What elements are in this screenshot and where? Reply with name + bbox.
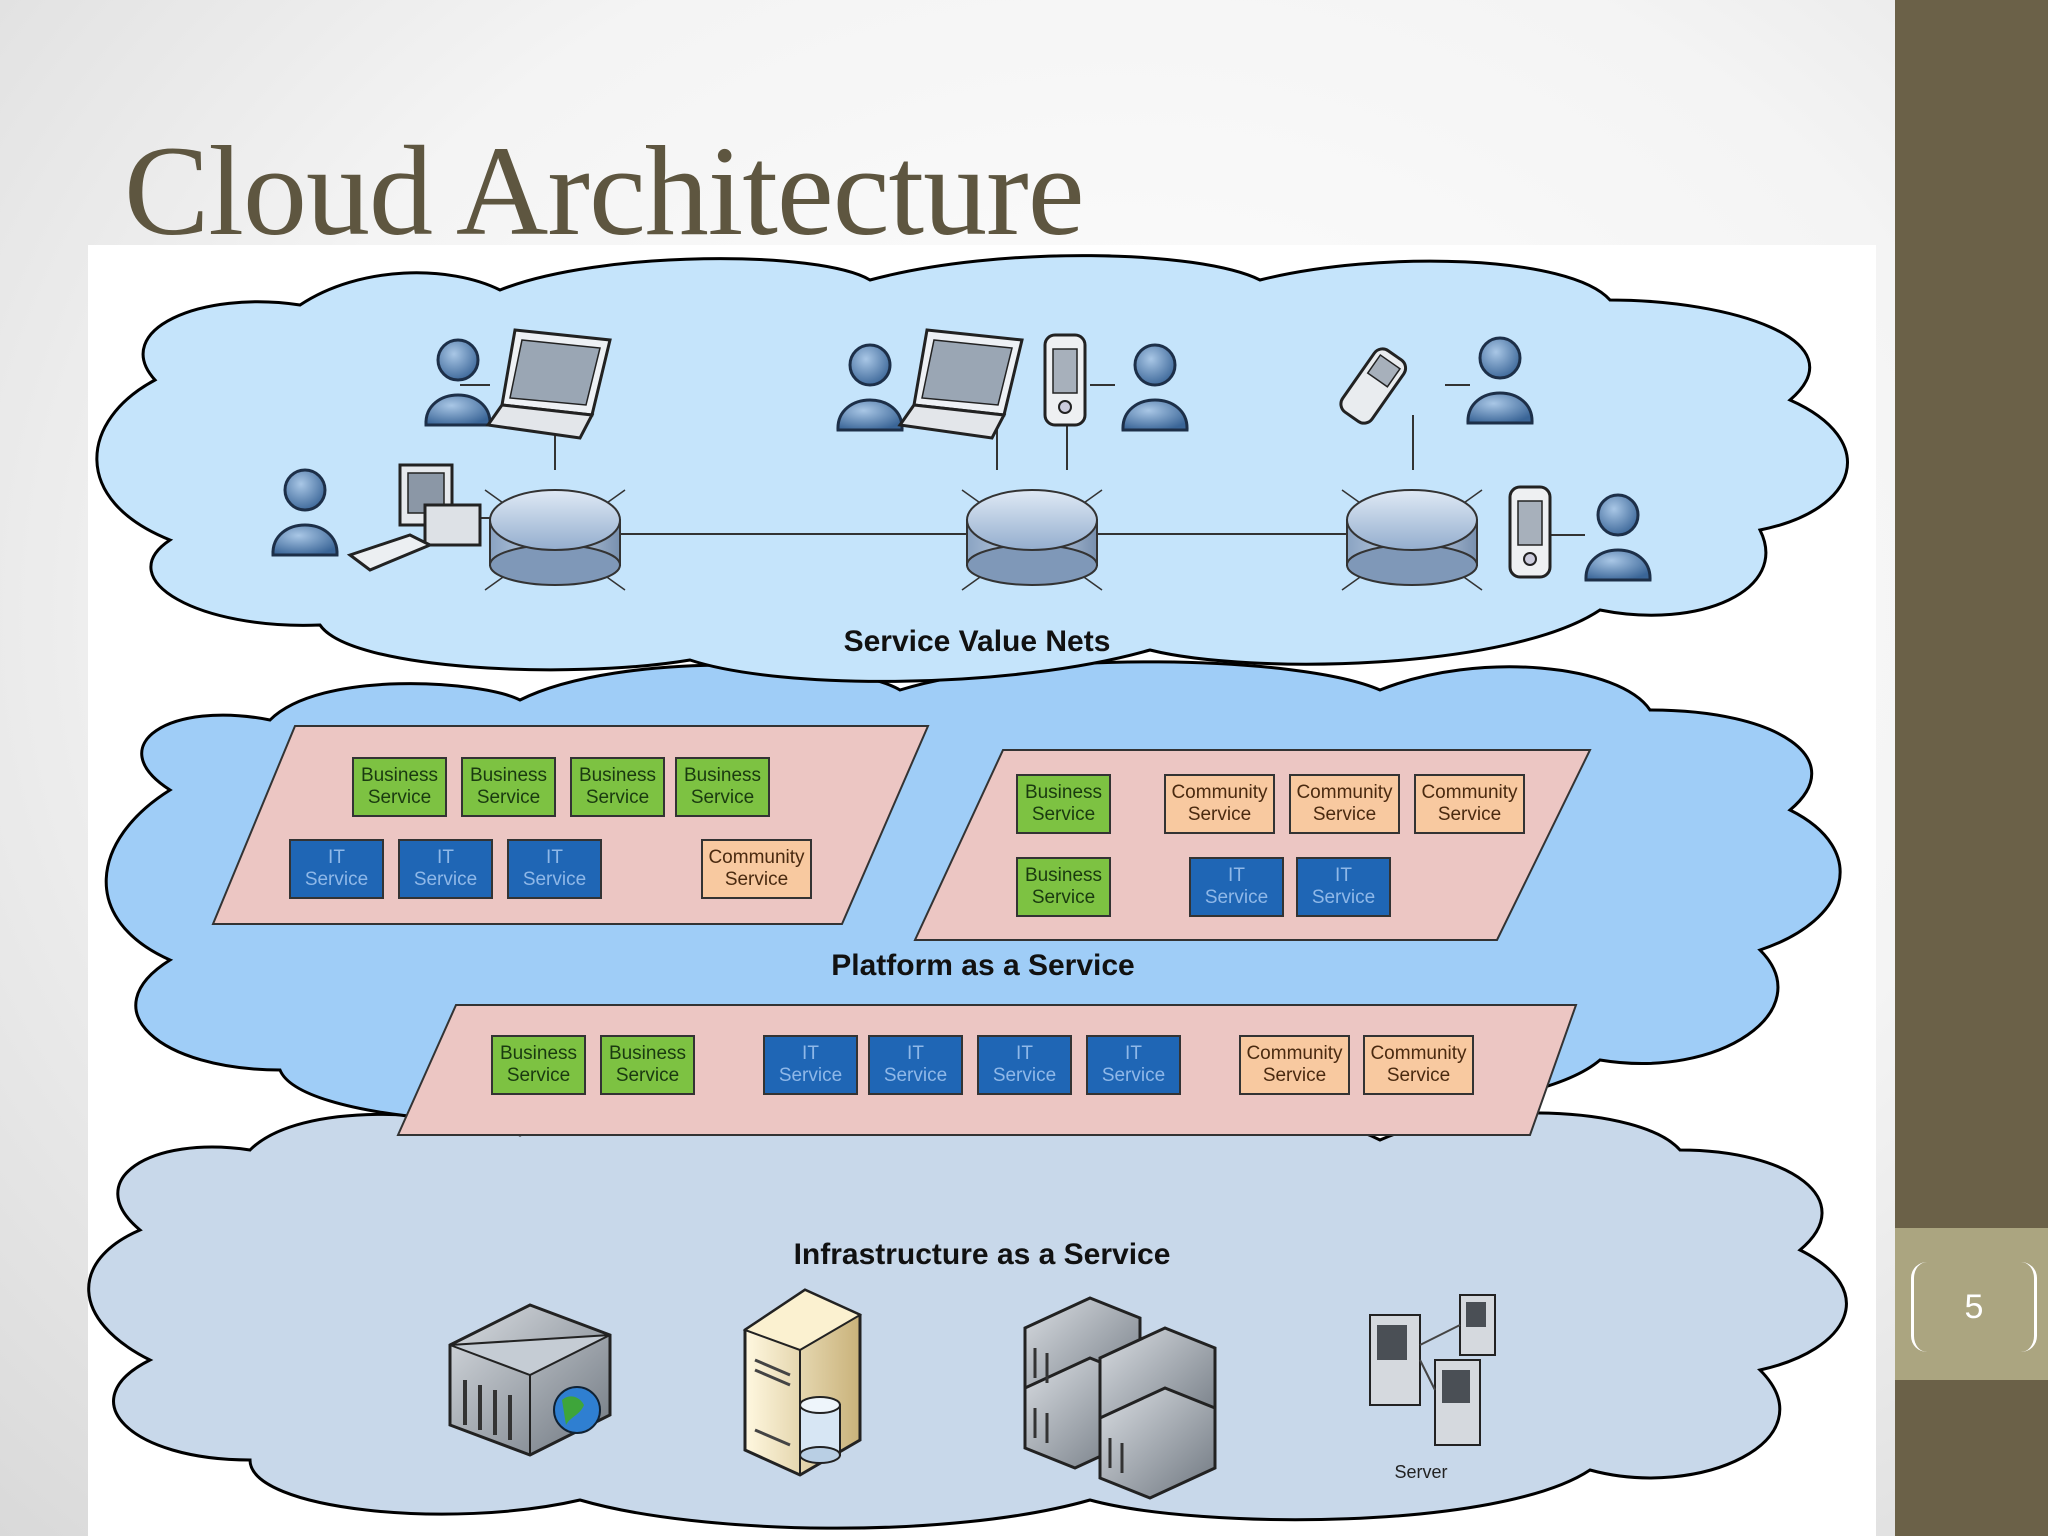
it-service-label: Service <box>993 1065 1056 1086</box>
user-icon <box>1466 336 1534 425</box>
infrastructure-caption: Server <box>1394 1462 1447 1482</box>
it-service-label: IT <box>1335 865 1352 886</box>
community-service-label: Community <box>1296 782 1393 803</box>
cloud-architecture-diagram: BusinessServiceBusinessServiceBusinessSe… <box>87 254 1849 1530</box>
network-hub-icon <box>961 489 1103 591</box>
business-service-label: Service <box>691 787 754 808</box>
business-service-label: Business <box>579 765 656 786</box>
it-service-label: Service <box>414 869 477 890</box>
cloud-service-value-nets <box>95 254 1849 683</box>
community-service-label: Service <box>1313 804 1376 825</box>
business-service-label: Service <box>586 787 649 808</box>
user-icon <box>424 338 492 427</box>
business-service-label: Business <box>361 765 438 786</box>
business-service-label: Service <box>1032 887 1095 908</box>
community-service-label: Service <box>1263 1065 1326 1086</box>
business-service-label: Business <box>684 765 761 786</box>
network-hub-icon <box>484 489 626 591</box>
it-service-label: Service <box>1205 887 1268 908</box>
layer-label-service-value-nets: Service Value Nets <box>844 625 1111 658</box>
business-service-label: Service <box>477 787 540 808</box>
pda-icon <box>1508 485 1552 579</box>
community-service-label: Community <box>1421 782 1518 803</box>
it-service-label: Service <box>523 869 586 890</box>
it-service-label: IT <box>1228 865 1245 886</box>
business-service-label: Business <box>500 1043 577 1064</box>
layer-label-infrastructure: Infrastructure as a Service <box>794 1238 1171 1271</box>
business-service-label: Service <box>616 1065 679 1086</box>
it-service-label: IT <box>328 847 345 868</box>
business-service-label: Service <box>507 1065 570 1086</box>
it-service-label: Service <box>305 869 368 890</box>
web-server-icon <box>448 1303 612 1457</box>
pda-icon <box>1043 333 1087 427</box>
service-boxes: BusinessServiceBusinessServiceBusinessSe… <box>289 757 1525 1095</box>
community-service-label: Community <box>708 847 805 868</box>
business-service-label: Business <box>1025 782 1102 803</box>
business-service-label: Business <box>609 1043 686 1064</box>
community-service-label: Service <box>725 869 788 890</box>
it-service-label: IT <box>546 847 563 868</box>
community-service-label: Community <box>1370 1043 1467 1064</box>
it-service-label: Service <box>884 1065 947 1086</box>
community-service-label: Service <box>1387 1065 1450 1086</box>
community-service-label: Community <box>1246 1043 1343 1064</box>
community-service-label: Community <box>1171 782 1268 803</box>
business-service-label: Service <box>368 787 431 808</box>
user-icon <box>271 468 339 557</box>
server-group-icon <box>1369 1294 1496 1446</box>
database-server-icon <box>742 1288 863 1477</box>
page-number-tab <box>1895 1228 2048 1380</box>
community-service-label: Service <box>1438 804 1501 825</box>
cloud-infrastructure <box>87 1101 1848 1530</box>
community-service-label: Service <box>1188 804 1251 825</box>
network-hub-icon <box>1341 489 1483 591</box>
laptop-icon <box>897 328 1024 440</box>
it-service-label: Service <box>1102 1065 1165 1086</box>
it-service-label: IT <box>437 847 454 868</box>
user-icon <box>1121 343 1189 432</box>
business-service-label: Service <box>1032 804 1095 825</box>
it-service-label: IT <box>1125 1043 1142 1064</box>
it-service-label: Service <box>1312 887 1375 908</box>
server-rack-icon <box>1023 1296 1217 1500</box>
desktop-computer-icon <box>346 463 482 572</box>
business-service-label: Business <box>1025 865 1102 886</box>
business-service-label: Business <box>470 765 547 786</box>
laptop-icon <box>485 328 612 440</box>
layer-label-platform: Platform as a Service <box>831 949 1135 982</box>
slide-title: Cloud Architecture <box>124 120 1084 262</box>
it-service-label: IT <box>907 1043 924 1064</box>
user-icon <box>1584 493 1652 582</box>
mobile-phone-icon <box>1339 347 1408 425</box>
it-service-label: Service <box>779 1065 842 1086</box>
it-service-label: IT <box>802 1043 819 1064</box>
page-number-bracket <box>1911 1262 2037 1352</box>
it-service-label: IT <box>1016 1043 1033 1064</box>
page-number: 5 <box>1964 1288 1984 1326</box>
